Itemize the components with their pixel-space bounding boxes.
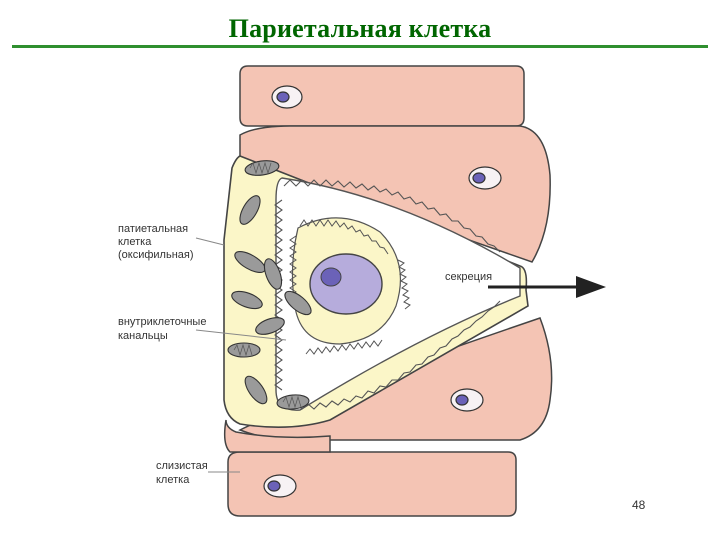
- label-parietal-1: патиетальная: [118, 223, 188, 235]
- mitochondria-cristae: [233, 161, 302, 409]
- page-number: 48: [632, 498, 646, 512]
- label-mucous-2: клетка: [156, 474, 190, 486]
- leader-parietal: [195, 237, 225, 246]
- leader-canals: [195, 329, 287, 341]
- title-underline: [12, 45, 708, 48]
- mucous-cell-thin-left: [223, 419, 331, 453]
- slide-title: Париетальная клетка: [228, 14, 492, 43]
- label-parietal-2: клетка: [118, 236, 152, 248]
- label-secretion: секреция: [445, 271, 492, 283]
- nucleolus-upper-right: [472, 172, 486, 184]
- nucleolus-bottom: [267, 480, 281, 492]
- nucleolus-top: [276, 91, 290, 103]
- label-canals-1: внутриклеточные: [118, 316, 206, 328]
- label-canals-2: канальцы: [118, 330, 168, 342]
- leader-lines: [195, 237, 287, 473]
- secretion-arrow: [488, 276, 606, 298]
- parietal-nucleus: [309, 253, 383, 315]
- nucleolus-lower-right: [455, 394, 469, 406]
- label-mucous-1: слизистая: [156, 460, 208, 472]
- microvilli: [274, 179, 501, 410]
- label-parietal-3: (оксифильная): [118, 249, 194, 261]
- mucous-nuclei: [263, 85, 502, 498]
